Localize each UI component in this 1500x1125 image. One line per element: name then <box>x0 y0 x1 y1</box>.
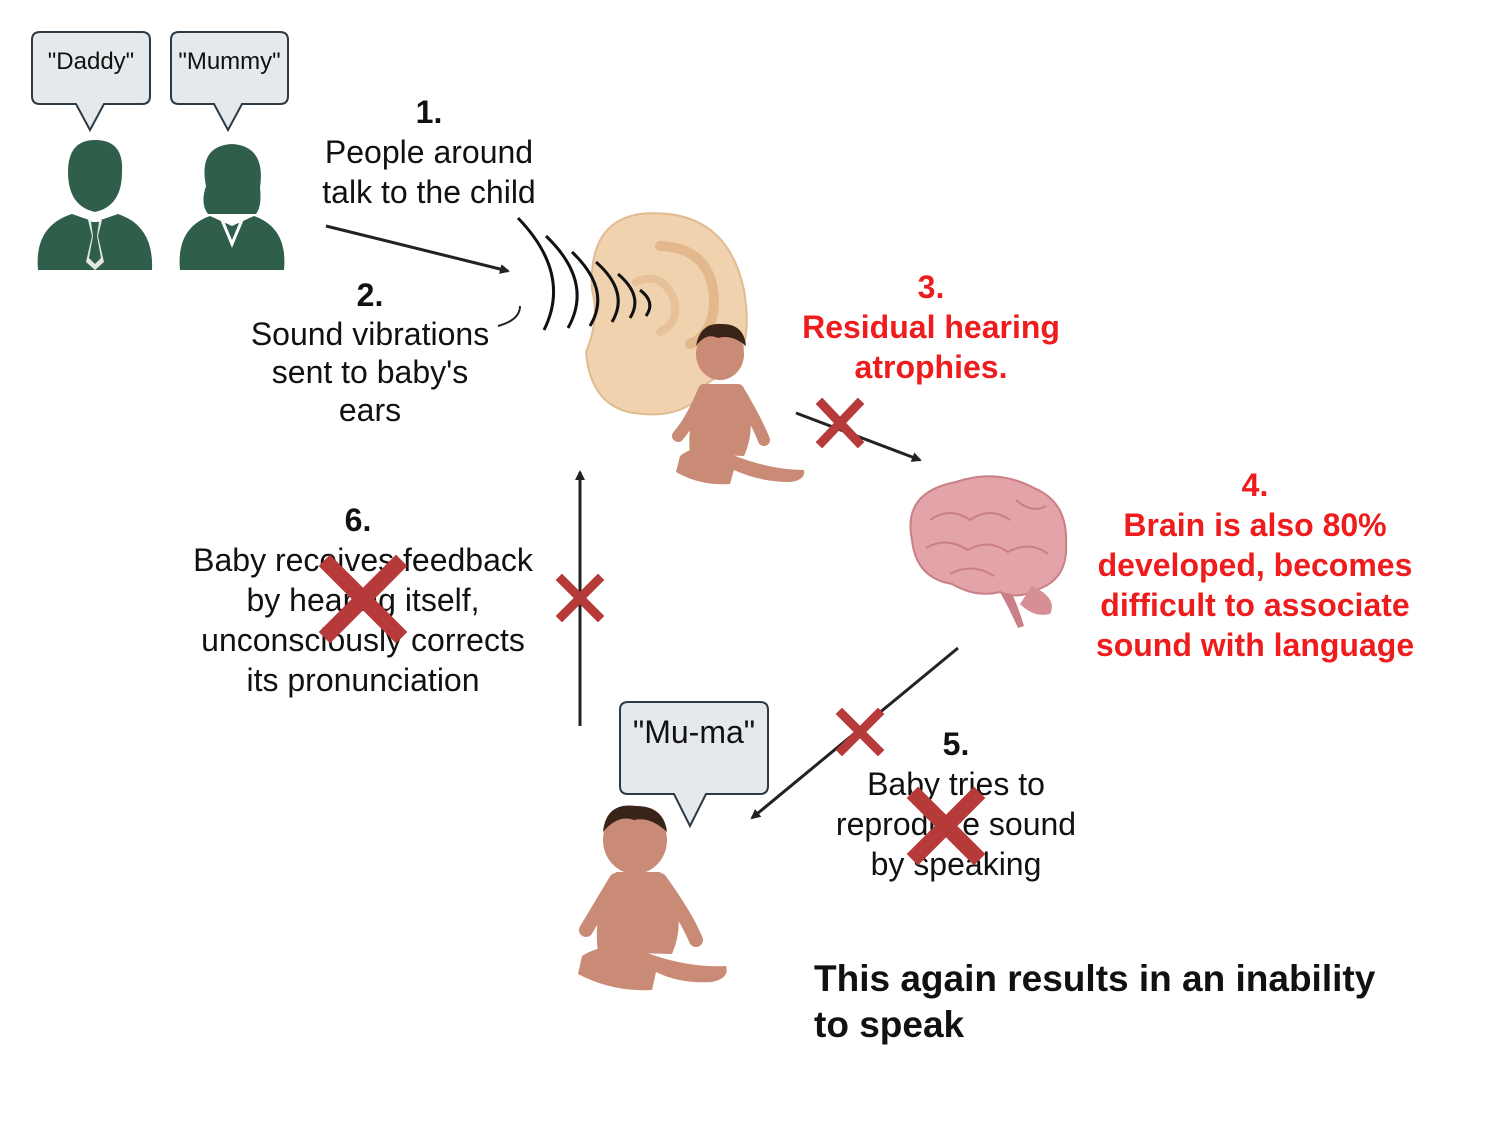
speech-bubble-mummy <box>170 31 289 133</box>
step-2-number: 2. <box>356 277 384 313</box>
step-1-number: 1. <box>415 94 443 130</box>
cross-mark-step-6 <box>318 554 408 644</box>
conclusion-line-2: to speak <box>814 1004 965 1045</box>
step-2-line-1: Sound vibrations <box>250 316 490 352</box>
step-6-line-4: its pronunciation <box>246 662 480 698</box>
step-5-line-1: Baby tries to <box>867 766 1045 802</box>
step-4-line-4: sound with language <box>1095 627 1415 663</box>
step-3-number: 3. <box>917 269 945 305</box>
conclusion-line-1: This again results in an inability <box>814 958 1376 999</box>
step-2: 2. Sound vibrations sent to baby's ears <box>226 275 514 429</box>
father-icon <box>37 140 153 270</box>
step-6-line-3: unconsciously corrects <box>201 622 525 658</box>
cross-mark-step-5 <box>906 786 986 866</box>
step-1: 1. People around talk to the child <box>284 92 574 212</box>
speech-bubble-daddy <box>31 31 151 133</box>
step-4-line-2: developed, becomes <box>1097 547 1413 583</box>
step-3-line-1: Residual hearing <box>802 309 1060 345</box>
bubble-text-baby: "Mu-ma" <box>632 714 756 750</box>
step-4-line-1: Brain is also 80% <box>1123 507 1387 543</box>
baby-illustration-small <box>672 323 805 485</box>
step-3-line-2: atrophies. <box>854 349 1008 385</box>
step-6-number: 6. <box>344 502 372 538</box>
step-3: 3. Residual hearing atrophies. <box>776 267 1086 387</box>
step-4-line-3: difficult to associate <box>1100 587 1410 623</box>
step-4-number: 4. <box>1241 467 1269 503</box>
step-4: 4. Brain is also 80% developed, becomes … <box>1078 465 1432 665</box>
step-2-line-3: ears <box>338 392 402 428</box>
step-1-line-1: People around <box>324 134 534 170</box>
cross-mark-hearing <box>815 397 865 449</box>
bubble-text-daddy: "Daddy" <box>47 48 135 75</box>
mother-icon <box>179 144 285 270</box>
step-1-line-2: talk to the child <box>322 174 536 210</box>
cross-mark-brain-arrow <box>835 707 885 757</box>
speech-bubble-baby <box>619 701 769 829</box>
step-2-line-2: sent to baby's <box>271 354 469 390</box>
arrow-parents-to-ear <box>325 224 510 274</box>
baby-illustration-large <box>578 805 727 991</box>
step-5-number: 5. <box>942 726 970 762</box>
step-5-line-3: by speaking <box>870 846 1042 882</box>
connector-label-2 <box>497 305 521 327</box>
step-6-line-1: Baby receives feedback <box>193 542 533 578</box>
step-6: 6. Baby receives feedback by hearing its… <box>168 500 558 700</box>
bubble-text-mummy: "Mummy" <box>178 48 281 75</box>
conclusion-text: This again results in an inability to sp… <box>814 956 1375 1048</box>
cross-mark-feedback-arrow <box>555 573 605 623</box>
brain-illustration <box>909 475 1068 628</box>
sound-waves <box>516 216 652 331</box>
